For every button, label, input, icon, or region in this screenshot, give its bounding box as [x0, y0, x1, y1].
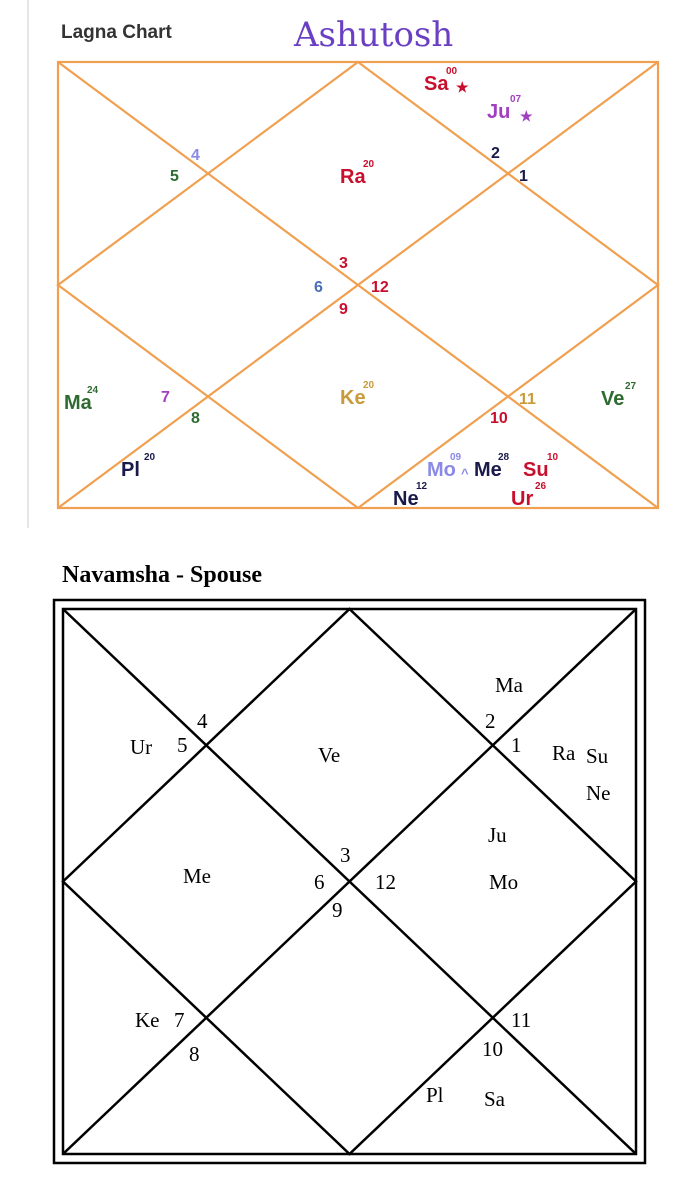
- lagna-planet-mo: Mo 09 ^: [427, 452, 469, 481]
- navamsha-chart-grid: [52, 598, 647, 1165]
- native-name: Ashutosh: [293, 15, 453, 55]
- left-divider: [27, 0, 29, 528]
- lagna-house-12: 12: [371, 279, 389, 296]
- lagna-planet-ve: Ve 27: [601, 381, 637, 410]
- lagna-planet-ma: Ma 24: [64, 385, 99, 414]
- svg-text:09: 09: [450, 452, 462, 463]
- svg-text:Ma: Ma: [64, 392, 93, 414]
- navamsha-house-2: 2: [485, 709, 496, 733]
- navamsha-planet-mo: Mo: [489, 870, 518, 894]
- navamsha-house-6: 6: [314, 870, 325, 894]
- lagna-planet-me: Me 28: [474, 452, 510, 481]
- svg-text:Me: Me: [474, 459, 502, 481]
- lagna-house-9: 9: [339, 301, 348, 318]
- lagna-house-6: 6: [314, 279, 323, 296]
- lagna-house-2: 2: [491, 145, 500, 162]
- navamsha-planet-ju: Ju: [488, 823, 507, 847]
- svg-text:20: 20: [363, 380, 375, 391]
- navamsha-planet-ur: Ur: [130, 735, 152, 759]
- navamsha-planet-pl: Pl: [426, 1083, 444, 1107]
- svg-text:10: 10: [547, 452, 559, 463]
- svg-text:Mo: Mo: [427, 459, 456, 481]
- lagna-house-10: 10: [490, 410, 508, 427]
- lagna-planet-ne: Ne 12: [393, 481, 428, 510]
- navamsha-planet-su: Su: [586, 744, 609, 768]
- lagna-chart-grid: [56, 60, 660, 510]
- navamsha-planet-ma: Ma: [495, 673, 524, 697]
- svg-text:00: 00: [446, 66, 458, 77]
- navamsha-house-7: 7: [174, 1008, 185, 1032]
- lagna-planet-ju: Ju 07 ★: [487, 94, 533, 124]
- lagna-house-7: 7: [161, 389, 170, 406]
- navamsha-house-12: 12: [375, 870, 396, 894]
- mo-mark-icon: ^: [461, 466, 469, 481]
- lagna-house-5: 5: [170, 168, 179, 185]
- lagna-house-1: 1: [519, 168, 528, 185]
- navamsha-house-3: 3: [340, 843, 351, 867]
- lagna-house-8: 8: [191, 410, 200, 427]
- navamsha-planet-me: Me: [183, 864, 211, 888]
- navamsha-planet-ke: Ke: [135, 1008, 160, 1032]
- svg-text:07: 07: [510, 94, 522, 105]
- svg-text:20: 20: [144, 452, 156, 463]
- lagna-house-11: 11: [519, 391, 536, 408]
- navamsha-house-8: 8: [189, 1042, 200, 1066]
- svg-text:26: 26: [535, 481, 547, 492]
- navamsha-title: Navamsha - Spouse: [62, 562, 262, 588]
- svg-text:Pl: Pl: [121, 459, 140, 481]
- lagna-house-4: 4: [191, 147, 200, 164]
- svg-text:Ve: Ve: [601, 388, 624, 410]
- svg-text:12: 12: [416, 481, 428, 492]
- svg-text:Ne: Ne: [393, 488, 419, 510]
- lagna-house-3: 3: [339, 255, 348, 272]
- svg-text:28: 28: [498, 452, 510, 463]
- navamsha-planet-ra: Ra: [552, 741, 576, 765]
- svg-text:Su: Su: [523, 459, 549, 481]
- lagna-planet-sa: Sa 00 ★: [424, 66, 469, 95]
- navamsha-house-5: 5: [177, 733, 188, 757]
- lagna-planet-ra: Ra 20: [340, 159, 375, 188]
- navamsha-house-10: 10: [482, 1037, 503, 1061]
- navamsha-planet-ve: Ve: [318, 743, 340, 767]
- svg-text:Ke: Ke: [340, 387, 366, 409]
- svg-text:24: 24: [87, 385, 99, 396]
- sa-star-icon: ★: [456, 79, 469, 95]
- navamsha-planet-sa: Sa: [484, 1087, 506, 1111]
- lagna-chart-title: Lagna Chart: [61, 22, 173, 43]
- lagna-planet-pl: Pl 20: [121, 452, 156, 481]
- navamsha-planet-ne: Ne: [586, 781, 611, 805]
- navamsha-house-9: 9: [332, 898, 343, 922]
- lagna-planet-su: Su 10: [523, 452, 559, 481]
- navamsha-house-4: 4: [197, 709, 208, 733]
- svg-text:20: 20: [363, 159, 375, 170]
- svg-text:Ju: Ju: [487, 101, 510, 123]
- svg-text:Ra: Ra: [340, 166, 366, 188]
- navamsha-house-11: 11: [511, 1008, 531, 1032]
- ju-star-icon: ★: [520, 108, 533, 124]
- svg-text:27: 27: [625, 381, 637, 392]
- svg-text:Ur: Ur: [511, 488, 533, 510]
- navamsha-house-1: 1: [511, 733, 522, 757]
- svg-text:Sa: Sa: [424, 73, 449, 95]
- lagna-planet-ke: Ke 20: [340, 380, 375, 409]
- lagna-planet-ur: Ur 26: [511, 481, 547, 510]
